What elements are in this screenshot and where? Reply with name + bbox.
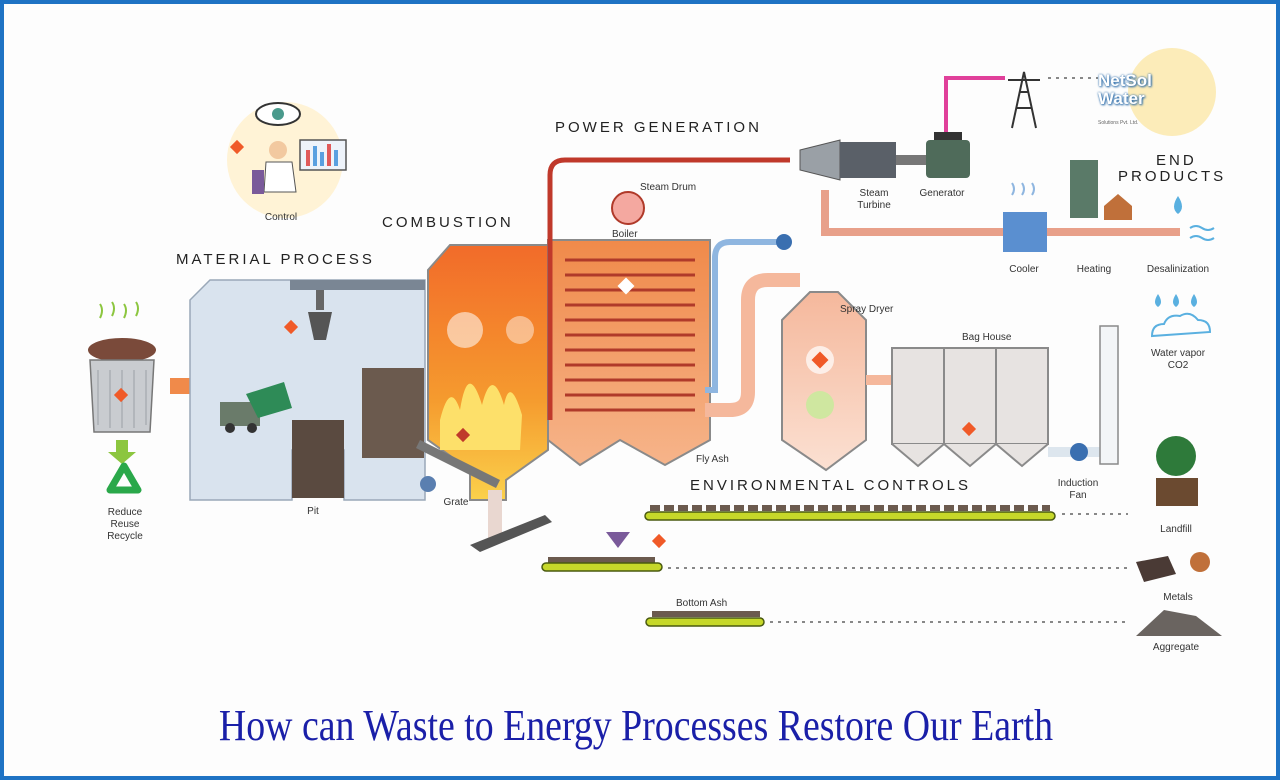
fly-ash-label: Fly Ash: [696, 454, 729, 465]
steam-turbine-label-line1: Steam: [860, 188, 889, 199]
tree-icon: [1156, 436, 1196, 476]
bottom-ash-conveyor: [470, 515, 1128, 572]
water-vapor: Water vapor CO2: [1150, 294, 1212, 371]
aggregate-conveyor: Bottom Ash: [645, 598, 1128, 627]
landfill-label: Landfill: [1160, 524, 1192, 535]
recycle-label-line2: Reuse: [111, 519, 140, 530]
steam-drum: [611, 191, 645, 225]
water-vapor-label-line1: Water vapor: [1151, 348, 1206, 359]
grate-roller-icon: [420, 476, 436, 492]
pump-icon: [776, 234, 792, 250]
pit-label: Pit: [307, 506, 319, 517]
aggregate-label: Aggregate: [1153, 642, 1200, 653]
heating: Heating: [1070, 160, 1132, 275]
netsol-watermark: NetSol Water: [1098, 71, 1152, 108]
recycle-down-arrow-icon: [108, 440, 136, 464]
page-caption: How can Waste to Energy Processes Restor…: [218, 701, 1054, 750]
waste-bin: [88, 301, 156, 433]
aggregate: Aggregate: [1136, 610, 1222, 653]
end-products-title-line2: PRODUCTS: [1118, 168, 1226, 185]
spray-dryer: Spray Dryer: [781, 291, 894, 472]
cool-water-pipe: [705, 239, 790, 393]
boiler-label: Boiler: [612, 229, 638, 240]
power-line: [944, 76, 1005, 132]
transmission-tower-icon: [1008, 71, 1040, 129]
desalinization: Desalinization: [1147, 196, 1215, 275]
magnet-icon: [606, 532, 630, 548]
recycle-label-line3: Recycle: [107, 531, 143, 542]
metals-label: Metals: [1163, 592, 1192, 603]
spray-dryer-label: Spray Dryer: [840, 304, 894, 315]
smoke-stack: [1099, 325, 1119, 465]
metals: Metals: [1136, 552, 1210, 603]
control-station: Control: [227, 102, 347, 223]
fly-ash-conveyor: [644, 505, 1128, 521]
induction-fan-label-line1: Induction: [1058, 478, 1099, 489]
steam-turbine: Steam Turbine: [799, 139, 896, 211]
cooler-label: Cooler: [1009, 264, 1039, 275]
water-drop-icon: [1174, 196, 1182, 214]
control-label: Control: [265, 212, 297, 223]
return-pipe: [821, 190, 1180, 236]
end-products-title-line1: END: [1156, 152, 1197, 169]
coil-icon: [1190, 552, 1210, 572]
boiler: Steam Drum Boiler Fly Ash: [547, 182, 729, 467]
environmental-controls-title: ENVIRONMENTAL CONTROLS: [690, 477, 971, 494]
generator: Generator: [896, 132, 970, 199]
steam-drum-label: Steam Drum: [640, 182, 696, 193]
bag-house-label: Bag House: [962, 332, 1012, 343]
cloud-icon: [1150, 312, 1212, 338]
steam-turbine-label-line2: Turbine: [857, 200, 891, 211]
combustion-chamber: Grate: [416, 244, 549, 540]
material-process-title: MATERIAL PROCESS: [176, 251, 375, 268]
induction-fan-icon: [1070, 443, 1088, 461]
combustion-title: COMBUSTION: [382, 214, 514, 231]
generator-label: Generator: [919, 188, 965, 199]
steam-pipe: [547, 157, 790, 420]
recycle-label-line1: Reduce: [108, 507, 143, 518]
bag-house: Bag House: [891, 332, 1049, 468]
bottom-ash-label: Bottom Ash: [676, 598, 727, 609]
grate-label: Grate: [443, 497, 468, 508]
netsol-logo-sun: [1128, 48, 1216, 136]
power-generation-title: POWER GENERATION: [555, 119, 762, 136]
heating-label: Heating: [1077, 264, 1111, 275]
water-vapor-label-line2: CO2: [1168, 360, 1189, 371]
cooler: Cooler: [1003, 182, 1047, 275]
recycle-icon: [106, 462, 142, 494]
pit-building: Pit: [189, 279, 426, 517]
flue-pipe: [705, 273, 800, 417]
netsol-watermark-tagline: Solutions Pvt. Ltd.: [1098, 120, 1139, 126]
induction-fan-label-line2: Fan: [1069, 490, 1086, 501]
desalinization-label: Desalinization: [1147, 264, 1209, 275]
landfill: Landfill: [1156, 436, 1198, 535]
